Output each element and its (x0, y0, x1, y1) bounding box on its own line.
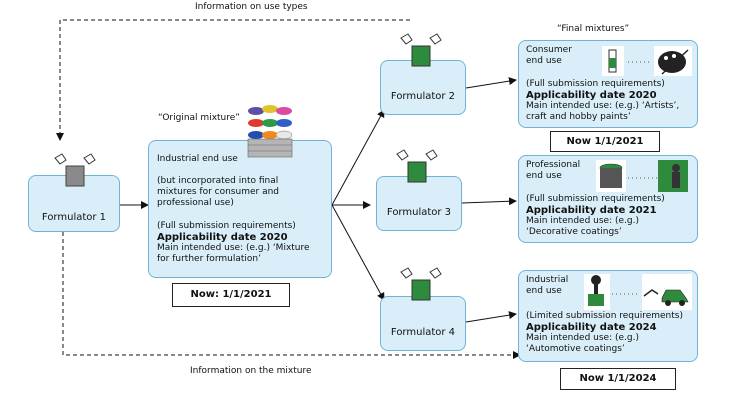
industrial-line4: Applicability date 2024 (526, 322, 657, 333)
flask-icon (54, 153, 96, 187)
bucket-painter-icon (596, 160, 688, 192)
formulator-1-box: Formulator 1 (28, 175, 120, 232)
consumer-date-box: Now 1/1/2021 (550, 131, 660, 152)
original-line5: (Full submission requirements) (157, 221, 296, 231)
professional-line4: Applicability date 2021 (526, 205, 657, 216)
flask-icon-3 (396, 149, 438, 183)
original-line1: Industrial end use (157, 154, 238, 164)
industrial-line5: Main intended use: (e.g.) (526, 333, 639, 343)
spray-gun-car-icon (584, 274, 692, 310)
original-mixture-box: Industrial end use (but incorporated int… (148, 140, 332, 278)
original-line2: (but incorporated into final (157, 176, 279, 186)
consumer-line5: Main intended use: (e.g.) ‘Artists’, (526, 101, 680, 111)
original-line3: mixtures for consumer and (157, 187, 280, 197)
top-note: Information on use types (195, 2, 308, 12)
flask-icon-4 (400, 267, 442, 301)
industrial-line1: Industrial (526, 275, 569, 285)
formulator-2-label: Formulator 2 (390, 91, 456, 102)
arrow-f2-consumer (465, 77, 517, 89)
original-line8: for further formulation’ (157, 254, 261, 264)
paint-cans-icon (247, 105, 293, 158)
industrial-line6: ‘Automotive coatings’ (526, 344, 625, 354)
consumer-line2: end use (526, 56, 562, 66)
arrow-original-f2 (331, 109, 385, 206)
formulator-4-box: Formulator 4 (380, 296, 466, 351)
consumer-line4: Applicability date 2020 (526, 90, 657, 101)
paint-tube-palette-icon (602, 46, 692, 76)
arrow-original-f4 (331, 204, 385, 301)
original-line6: Applicability date 2020 (157, 232, 288, 243)
final-mixtures-label: “Final mixtures” (557, 24, 630, 34)
professional-line5: Main intended use: (e.g.) (526, 216, 639, 226)
dashed-line-bottom (62, 232, 521, 359)
arrow-f3-professional (461, 197, 517, 206)
original-line4: professional use) (157, 198, 234, 208)
formulator-4-label: Formulator 4 (390, 327, 456, 338)
dashed-line-top (56, 19, 410, 141)
professional-line1: Professional (526, 160, 581, 170)
flask-icon-2 (400, 33, 442, 67)
professional-line3: (Full submission requirements) (526, 194, 665, 204)
bottom-note: Information on the mixture (190, 366, 312, 376)
professional-line2: end use (526, 171, 562, 181)
consumer-line1: Consumer (526, 45, 572, 55)
original-mixture-label: “Original mixture” (158, 113, 240, 123)
industrial-line2: end use (526, 286, 562, 296)
original-date-box: Now: 1/1/2021 (172, 283, 290, 307)
industrial-date-box: Now 1/1/2024 (560, 368, 676, 390)
formulator-1-label: Formulator 1 (41, 212, 107, 223)
arrow-f4-industrial (465, 311, 517, 323)
professional-line6: ‘Decorative coatings’ (526, 227, 622, 237)
consumer-line6: craft and hobby paints’ (526, 112, 631, 122)
industrial-line3: (Limited submission requirements) (526, 311, 683, 321)
original-line7: Main intended use: (e.g.) ‘Mixture (157, 243, 310, 253)
consumer-line3: (Full submission requirements) (526, 79, 665, 89)
formulator-3-label: Formulator 3 (386, 207, 452, 218)
